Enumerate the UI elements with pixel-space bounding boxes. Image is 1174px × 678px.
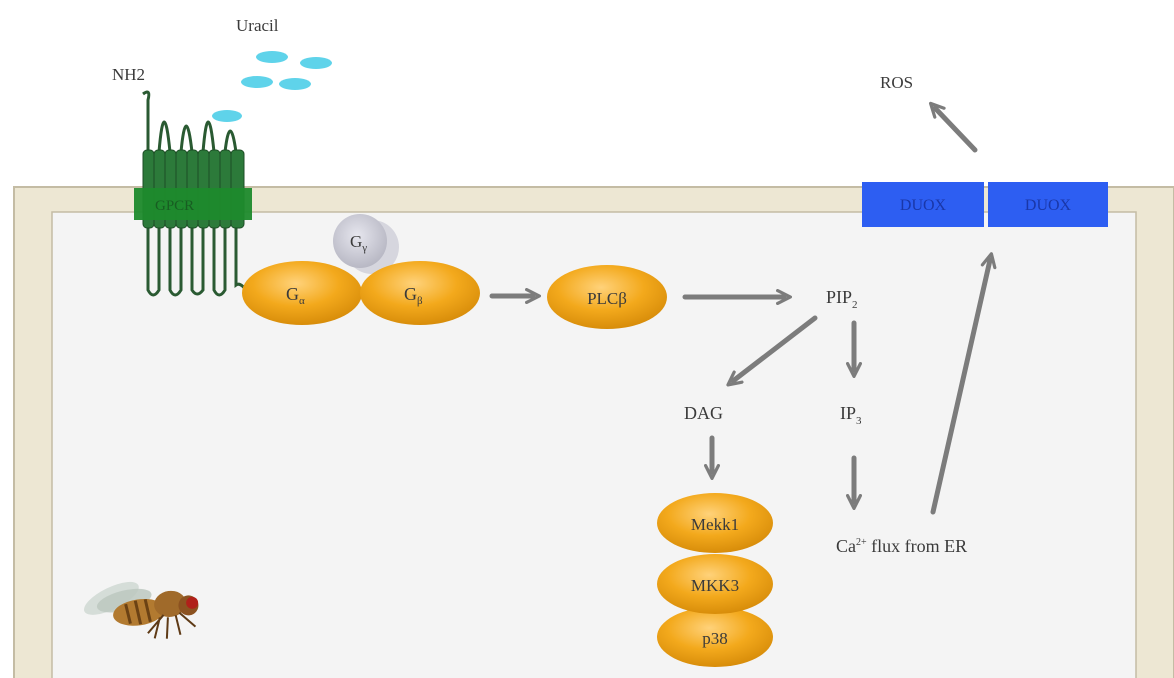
plcb-enzyme: PLCβ: [547, 265, 667, 329]
gpcr-membrane-band: [134, 188, 252, 220]
fly-stripes: [124, 599, 152, 625]
uracil-molecule: [256, 51, 288, 63]
uracil-label: Uracil: [236, 16, 279, 35]
g-alpha-sub: α: [299, 295, 305, 307]
mekk1-label: Mekk1: [691, 515, 739, 534]
ip3-main: IP: [840, 403, 856, 423]
plcb-ellipse: [547, 265, 667, 329]
uracil-molecules: [212, 51, 332, 122]
g-gamma-label: Gγ: [350, 232, 367, 254]
g-beta-ellipse: [360, 261, 480, 325]
uracil-molecule: [279, 78, 311, 90]
pathway-arrows: [489, 101, 997, 515]
ca-rest: flux from ER: [867, 536, 968, 556]
g-gamma-sub: γ: [361, 242, 367, 254]
nh2-label: NH2: [112, 65, 145, 84]
mkk3-label: MKK3: [691, 576, 739, 595]
p38-label: p38: [702, 629, 728, 648]
pip2-sub: 2: [852, 299, 858, 311]
g-gamma-main: G: [350, 232, 362, 251]
mkk3-ellipse: [657, 554, 773, 614]
plcb-label: PLCβ: [587, 289, 627, 308]
g-beta-label: Gβ: [404, 284, 423, 307]
gpcr-label: GPCR: [155, 198, 194, 214]
g-alpha-label: Gα: [286, 284, 305, 307]
pip2-label: PIP2: [826, 287, 858, 311]
fly-legs: [147, 611, 197, 639]
pip2-main: PIP: [826, 287, 852, 307]
duox-left-box: [862, 182, 984, 227]
arrow-ca-to-duox: [930, 252, 997, 515]
g-beta-sub: β: [417, 295, 423, 307]
g-alpha-subunit: Gα: [242, 261, 362, 325]
fly-eye: [186, 596, 199, 609]
uracil-molecule-bound: [212, 110, 242, 122]
duox-enzymes: DUOX DUOX: [862, 182, 1108, 227]
g-gamma-subunit: Gγ: [333, 214, 399, 274]
duox-right-label: DUOX: [1025, 197, 1072, 214]
g-beta-main: G: [404, 284, 417, 304]
dag-label: DAG: [684, 403, 723, 423]
ip3-label: IP3: [840, 403, 862, 427]
ip3-sub: 3: [856, 415, 862, 427]
duox-left-label: DUOX: [900, 197, 947, 214]
duox-right-box: [988, 182, 1108, 227]
fly-thorax: [154, 590, 187, 617]
ca-main: Ca: [836, 536, 856, 556]
mapk-cascade: Mekk1 MKK3 p38: [657, 493, 773, 667]
g-alpha-main: G: [286, 284, 299, 304]
p38-ellipse: [657, 607, 773, 667]
ros-label: ROS: [880, 73, 913, 92]
uracil-molecule: [300, 57, 332, 69]
g-gamma-ball: [333, 214, 387, 268]
fruit-fly-icon: [84, 581, 199, 639]
arrow-duox-to-ros: [928, 101, 978, 153]
g-alpha-ellipse: [242, 261, 362, 325]
uracil-molecule: [241, 76, 273, 88]
ca-sup: 2+: [856, 537, 867, 548]
gpcr-receptor: GPCR: [134, 90, 252, 297]
ca-flux-label: Ca2+ flux from ER: [836, 536, 967, 556]
g-beta-subunit: Gβ: [360, 261, 480, 325]
arrow-pip2-to-dag: [726, 315, 818, 387]
mekk1-ellipse: [657, 493, 773, 553]
